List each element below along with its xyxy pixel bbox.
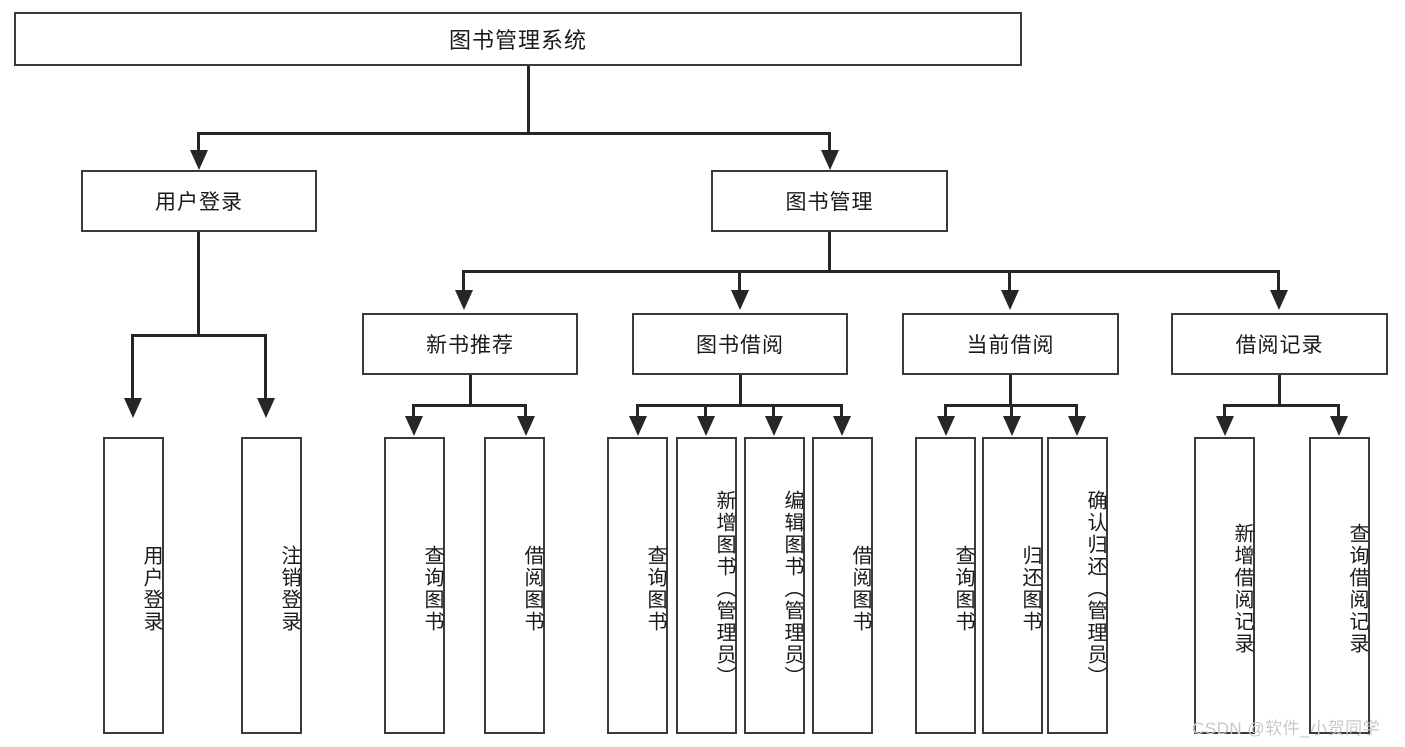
node-current-borrow[interactable]: 当前借阅	[902, 313, 1119, 375]
leaf-bb-add-book[interactable]: 新增图书（管理员）	[676, 437, 737, 734]
node-label: 确认归还（管理员）	[1084, 489, 1106, 688]
edge-bb-drop-4	[840, 404, 843, 422]
arrowhead-leaf-user-login	[124, 398, 142, 418]
edge-book-mgmt-drop-1	[462, 270, 465, 294]
arrowhead-bb-edit-book	[765, 416, 783, 436]
leaf-br-add-record[interactable]: 新增借阅记录	[1194, 437, 1255, 734]
leaf-bb-edit-book[interactable]: 编辑图书（管理员）	[744, 437, 805, 734]
leaf-nb-borrow-book[interactable]: 借阅图书	[484, 437, 545, 734]
node-label: 当前借阅	[966, 334, 1055, 357]
edge-bb-drop-1	[636, 404, 639, 422]
node-label: 用户登录	[140, 544, 162, 633]
edge-root-to-user-login	[197, 132, 200, 154]
arrowhead-bb-query-book	[629, 416, 647, 436]
node-label: 查询图书	[421, 544, 443, 633]
edge-user-login-drop-2	[264, 334, 267, 402]
edge-book-mgmt-stem	[828, 232, 831, 273]
edge-bb-drop-3	[772, 404, 775, 422]
arrowhead-bb-add-book	[697, 416, 715, 436]
node-book-management[interactable]: 图书管理	[711, 170, 948, 232]
node-book-borrow[interactable]: 图书借阅	[632, 313, 848, 375]
edge-book-mgmt-drop-3	[1008, 270, 1011, 294]
csdn-watermark: CSDN @软件_小贺同学	[1192, 719, 1381, 738]
edge-root-stem	[527, 66, 530, 134]
node-label: 编辑图书（管理员）	[781, 489, 803, 688]
arrowhead-br-add-record	[1216, 416, 1234, 436]
edge-new-book-drop-1	[412, 404, 415, 422]
node-label: 归还图书	[1019, 544, 1041, 633]
edge-bb-drop-2	[704, 404, 707, 422]
node-label: 新书推荐	[426, 334, 514, 357]
edge-book-mgmt-drop-4	[1277, 270, 1280, 294]
edge-current-borrow-stem	[1009, 375, 1012, 407]
arrowhead-book-borrow	[731, 290, 749, 310]
edge-root-to-book-mgmt	[828, 132, 831, 154]
leaf-nb-query-book[interactable]: 查询图书	[384, 437, 445, 734]
edge-cb-drop-2	[1010, 404, 1013, 422]
leaf-user-login[interactable]: 用户登录	[103, 437, 164, 734]
node-label: 用户登录	[155, 191, 243, 214]
edge-user-login-drop-1	[131, 334, 134, 402]
arrowhead-borrow-record	[1270, 290, 1288, 310]
arrowhead-cb-confirm-return	[1068, 416, 1086, 436]
node-label: 新增图书（管理员）	[713, 489, 735, 688]
leaf-bb-borrow-book[interactable]: 借阅图书	[812, 437, 873, 734]
edge-user-login-bar	[131, 334, 266, 337]
leaf-cb-confirm-return[interactable]: 确认归还（管理员）	[1047, 437, 1108, 734]
arrowhead-nb-borrow-book	[517, 416, 535, 436]
node-label: 查询借阅记录	[1346, 522, 1368, 655]
edge-cb-drop-1	[944, 404, 947, 422]
edge-user-login-stem	[197, 232, 200, 336]
arrowhead-book-mgmt	[821, 150, 839, 170]
node-label: 注销登录	[278, 544, 300, 633]
arrowhead-bb-borrow-book	[833, 416, 851, 436]
arrowhead-leaf-logout	[257, 398, 275, 418]
edge-root-bar	[197, 132, 830, 135]
node-new-book-recommend[interactable]: 新书推荐	[362, 313, 578, 375]
edge-book-mgmt-drop-2	[738, 270, 741, 294]
node-label: 查询图书	[952, 544, 974, 633]
edge-borrow-record-stem	[1278, 375, 1281, 407]
node-label: 借阅图书	[521, 544, 543, 633]
node-borrow-record[interactable]: 借阅记录	[1171, 313, 1388, 375]
edge-book-mgmt-bar	[462, 270, 1280, 273]
edge-br-drop-2	[1337, 404, 1340, 422]
edge-new-book-bar	[412, 404, 527, 407]
arrowhead-cb-return-book	[1003, 416, 1021, 436]
node-label: 借阅图书	[849, 544, 871, 633]
node-label: 图书管理系统	[448, 28, 587, 53]
node-label: 图书借阅	[696, 334, 784, 357]
edge-book-borrow-stem	[739, 375, 742, 407]
node-label: 新增借阅记录	[1231, 522, 1253, 655]
edge-new-book-drop-2	[524, 404, 527, 422]
node-label: 查询图书	[644, 544, 666, 633]
node-root-system[interactable]: 图书管理系统	[14, 12, 1022, 66]
arrowhead-nb-query-book	[405, 416, 423, 436]
arrowhead-user-login	[190, 150, 208, 170]
leaf-bb-query-book[interactable]: 查询图书	[607, 437, 668, 734]
arrowhead-current-borrow	[1001, 290, 1019, 310]
arrowhead-new-book-rec	[455, 290, 473, 310]
node-label: 图书管理	[785, 191, 874, 214]
edge-borrow-record-bar	[1223, 404, 1340, 407]
arrowhead-cb-query-book	[937, 416, 955, 436]
arrowhead-br-query-record	[1330, 416, 1348, 436]
leaf-logout[interactable]: 注销登录	[241, 437, 302, 734]
node-user-login[interactable]: 用户登录	[81, 170, 317, 232]
edge-cb-drop-3	[1075, 404, 1078, 422]
leaf-cb-return-book[interactable]: 归还图书	[982, 437, 1043, 734]
edge-book-borrow-bar	[636, 404, 843, 407]
node-label: 借阅记录	[1235, 334, 1324, 357]
edge-new-book-stem	[469, 375, 472, 407]
leaf-br-query-record[interactable]: 查询借阅记录	[1309, 437, 1370, 734]
edge-br-drop-1	[1223, 404, 1226, 422]
leaf-cb-query-book[interactable]: 查询图书	[915, 437, 976, 734]
